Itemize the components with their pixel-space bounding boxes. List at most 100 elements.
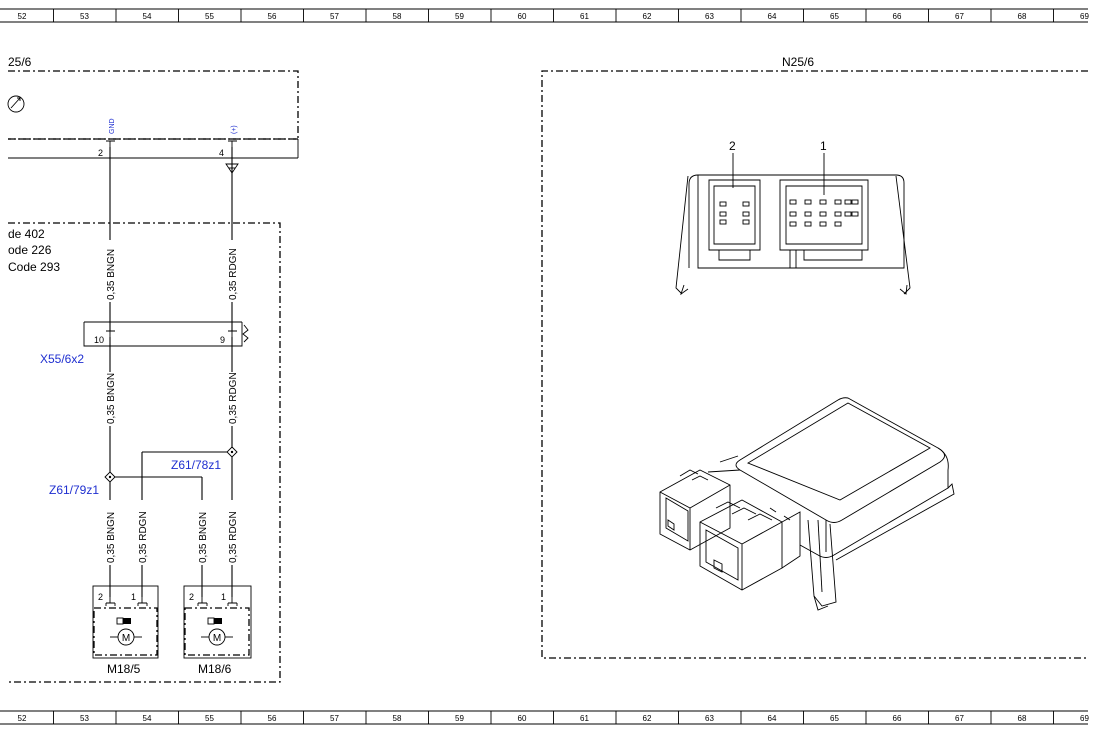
motor-name-m185: M18/5: [107, 662, 141, 676]
top-ruler-number: 69: [1080, 12, 1089, 21]
top-ruler-number: 63: [705, 12, 714, 21]
pin-cavity: [789, 199, 797, 205]
top-ruler-number: 53: [80, 12, 89, 21]
wire-label-rdgn-top: 0,35 RDGN: [228, 248, 239, 300]
wire-rdgn-top: 0,35 RDGN: [228, 147, 239, 331]
bottom-ruler-number: 53: [80, 714, 89, 723]
code-note-3: Code 293: [8, 260, 60, 274]
left-component-box: 25/6 GND 2 (+) 4: [7, 55, 299, 159]
top-ruler-number: 68: [1018, 12, 1027, 21]
pin-signal-gnd: GND: [109, 118, 116, 134]
wire-label-m185-bngn: 0,35 BNGN: [106, 512, 117, 563]
wire-m186-rdgn: 0,35 RDGN: [228, 457, 239, 597]
module-isometric-drawing: [659, 397, 955, 611]
pin-cavity: [804, 221, 812, 227]
pin-cavity: [844, 199, 852, 205]
top-ruler-number: 55: [205, 12, 214, 21]
pin-cavity: [844, 211, 852, 217]
callout-2: 2: [729, 139, 736, 153]
top-ruler-number: 65: [830, 12, 839, 21]
connector-pin-left: 10: [94, 335, 104, 345]
m186-pin-left: 2: [189, 592, 194, 602]
connector-name: X55/6x2: [40, 352, 84, 366]
wire-m185-rdgn: 0,35 RDGN: [138, 511, 149, 597]
callout-1: 1: [820, 139, 827, 153]
left-pin-gnd: GND 2: [98, 118, 116, 158]
top-ruler-number: 61: [580, 12, 589, 21]
motor-icon: M: [201, 617, 233, 646]
right-component-box: N25/6: [541, 55, 1088, 659]
bottom-ruler-number: 59: [455, 714, 464, 723]
splice-label-79z1: Z61/79z1: [49, 483, 99, 497]
wire-m186-bngn: 0,35 BNGN: [198, 512, 209, 597]
pin-cavity: [719, 201, 727, 207]
bottom-ruler-number: 55: [205, 714, 214, 723]
pin-cavity: [742, 211, 750, 217]
top-ruler-number: 60: [518, 12, 527, 21]
wire-label-m186-bngn: 0,35 BNGN: [198, 512, 209, 563]
splice-z61-78z1: Z61/78z1: [141, 446, 238, 500]
bottom-ruler-number: 57: [330, 714, 339, 723]
wire-label-bngn-top: 0,35 BNGN: [106, 249, 117, 300]
harness-area-box: [8, 222, 281, 683]
connector-face-drawing: 2 1: [675, 139, 911, 296]
code-notes: de 402 ode 226 Code 293: [8, 227, 60, 274]
code-note-2: ode 226: [8, 243, 52, 257]
bottom-ruler-number: 56: [268, 714, 277, 723]
pin-cavity: [719, 219, 727, 225]
top-ruler-number: 66: [893, 12, 902, 21]
wire-bngn-mid: 0,35 BNGN: [106, 337, 117, 472]
wire-m185-bngn: 0,35 BNGN: [106, 482, 117, 597]
bottom-ruler-number: 54: [143, 714, 152, 723]
m185-pin-left: 2: [98, 592, 103, 602]
code-note-1: de 402: [8, 227, 45, 241]
pin-cavity: [819, 199, 827, 205]
bottom-ruler-number: 61: [580, 714, 589, 723]
connector-x55: 10 9 X55/6x2: [40, 321, 249, 366]
splice-label-78z1: Z61/78z1: [171, 458, 221, 472]
m186-pin-right: 1: [221, 592, 226, 602]
pin-cavity: [851, 199, 859, 205]
pin-cavity: [804, 211, 812, 217]
top-ruler-number: 67: [955, 12, 964, 21]
pin-cavity: [742, 201, 750, 207]
top-ruler-number: 56: [268, 12, 277, 21]
pin-cavity: [742, 219, 750, 225]
bottom-ruler-number: 62: [643, 714, 652, 723]
motor-m18-6: 2 1 M M18/6: [183, 585, 252, 676]
pin-cavity: [719, 211, 727, 217]
pin-cavity: [834, 199, 842, 205]
wire-bngn-top: 0,35 BNGN: [106, 147, 117, 331]
top-ruler-number: 58: [393, 12, 402, 21]
m185-pin-right: 1: [131, 592, 136, 602]
bottom-ruler-number: 67: [955, 714, 964, 723]
top-ruler-number: 52: [18, 12, 27, 21]
bottom-ruler-number: 52: [18, 714, 27, 723]
pin-cavity: [789, 221, 797, 227]
pin-number-2: 2: [98, 148, 103, 158]
partial-symbol-icon: [7, 95, 25, 113]
pin-cavity: [834, 211, 842, 217]
bottom-ruler-number: 64: [768, 714, 777, 723]
pin-cavity: [834, 221, 842, 227]
motor-name-m186: M18/6: [198, 662, 232, 676]
motor-m18-5: 2 1 M M18/5: [92, 585, 159, 676]
bottom-ruler-number: 63: [705, 714, 714, 723]
top-ruler-number: 62: [643, 12, 652, 21]
bottom-ruler-number: 58: [393, 714, 402, 723]
right-component-name: N25/6: [782, 55, 814, 69]
connector-pin-right: 9: [220, 335, 225, 345]
splice-z61-79z1: Z61/79z1: [49, 471, 203, 500]
motor-icon: M: [110, 617, 142, 646]
pin-signal-plus: (+): [231, 125, 238, 134]
bottom-ruler-number: 68: [1018, 714, 1027, 723]
bottom-ruler-number: 66: [893, 714, 902, 723]
top-ruler-number: 57: [330, 12, 339, 21]
top-ruler-number: 64: [768, 12, 777, 21]
top-ruler-number: 54: [143, 12, 152, 21]
pin-cavity: [789, 211, 797, 217]
wire-label-rdgn-mid: 0,35 RDGN: [228, 372, 239, 424]
pin-cavity: [819, 221, 827, 227]
pin-cavity: [851, 211, 859, 217]
